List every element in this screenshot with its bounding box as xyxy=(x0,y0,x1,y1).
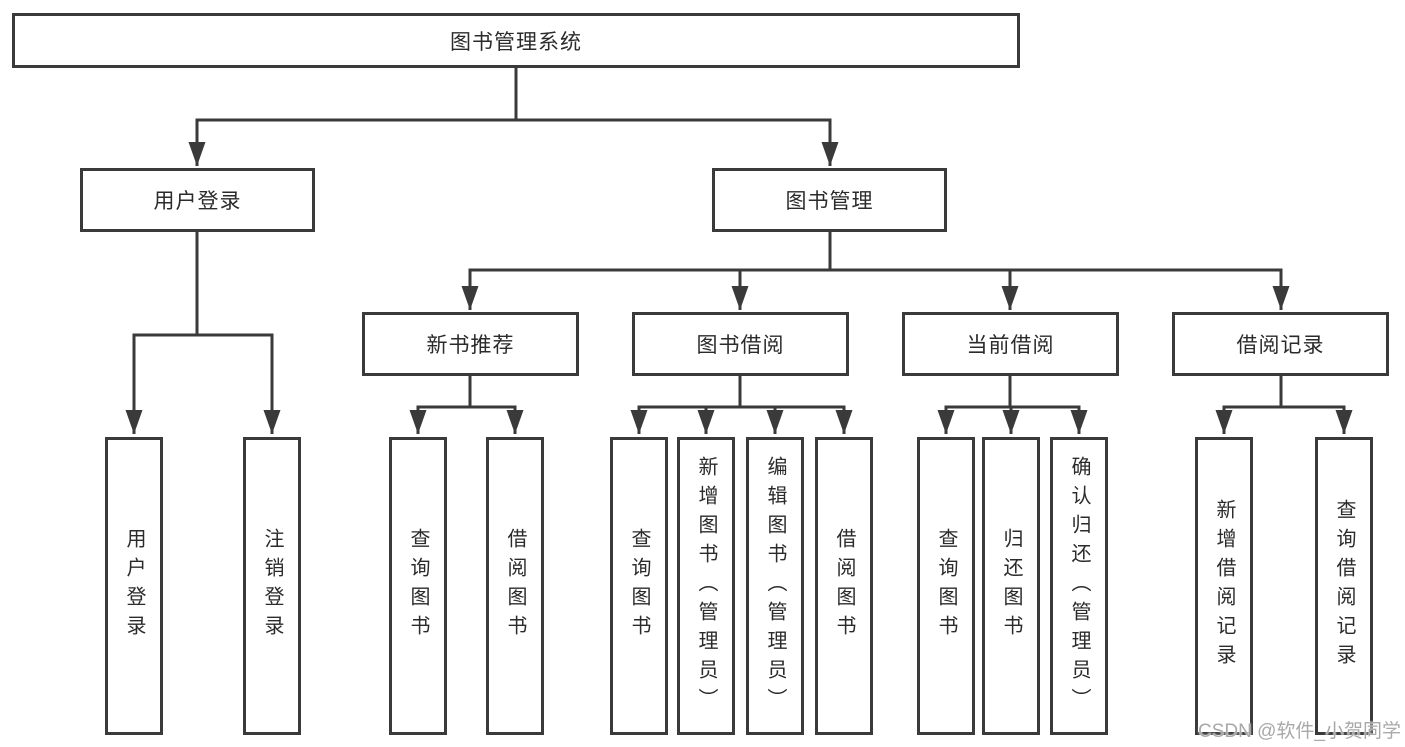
node-add-book-admin: 新增图书（管理员） xyxy=(677,437,735,735)
node-label: 查询借阅记录 xyxy=(1333,499,1355,673)
node-label: 查询图书 xyxy=(628,528,650,644)
node-borrowing-records: 借阅记录 xyxy=(1172,312,1389,376)
node-confirm-return-admin: 确认归还（管理员） xyxy=(1050,437,1108,735)
node-edit-book-admin: 编辑图书（管理员） xyxy=(746,437,804,735)
node-label: 编辑图书（管理员） xyxy=(764,455,786,717)
node-borrow-books-recommend: 借阅图书 xyxy=(486,437,544,735)
node-return-books: 归还图书 xyxy=(982,437,1040,735)
node-label: 注销登录 xyxy=(261,528,283,644)
node-borrow-books-leaf: 借阅图书 xyxy=(815,437,873,735)
node-root: 图书管理系统 xyxy=(12,13,1020,68)
node-label: 确认归还（管理员） xyxy=(1068,455,1090,717)
node-book-borrowing: 图书借阅 xyxy=(632,312,849,376)
node-query-books-recommend: 查询图书 xyxy=(389,437,447,735)
csdn-watermark: CSDN @软件_小贺同学 xyxy=(1198,721,1401,742)
node-query-books-current: 查询图书 xyxy=(917,437,975,735)
node-current-borrowing: 当前借阅 xyxy=(902,312,1119,376)
node-user-login-branch: 用户登录 xyxy=(80,168,315,232)
node-label: 查询图书 xyxy=(935,528,957,644)
node-query-books-borrowing: 查询图书 xyxy=(610,437,668,735)
node-label: 查询图书 xyxy=(407,528,429,644)
node-logout-leaf: 注销登录 xyxy=(243,437,301,735)
node-label: 新增借阅记录 xyxy=(1213,499,1235,673)
node-user-login-leaf: 用户登录 xyxy=(105,437,163,735)
node-label: 借阅图书 xyxy=(833,528,855,644)
node-book-management-branch: 图书管理 xyxy=(712,168,947,232)
node-add-borrow-record: 新增借阅记录 xyxy=(1195,437,1253,735)
node-label: 借阅图书 xyxy=(504,528,526,644)
node-label: 用户登录 xyxy=(123,528,145,644)
node-label: 新增图书（管理员） xyxy=(695,455,717,717)
node-query-borrow-record: 查询借阅记录 xyxy=(1315,437,1373,735)
node-new-book-recommend: 新书推荐 xyxy=(362,312,579,376)
node-label: 归还图书 xyxy=(1000,528,1022,644)
